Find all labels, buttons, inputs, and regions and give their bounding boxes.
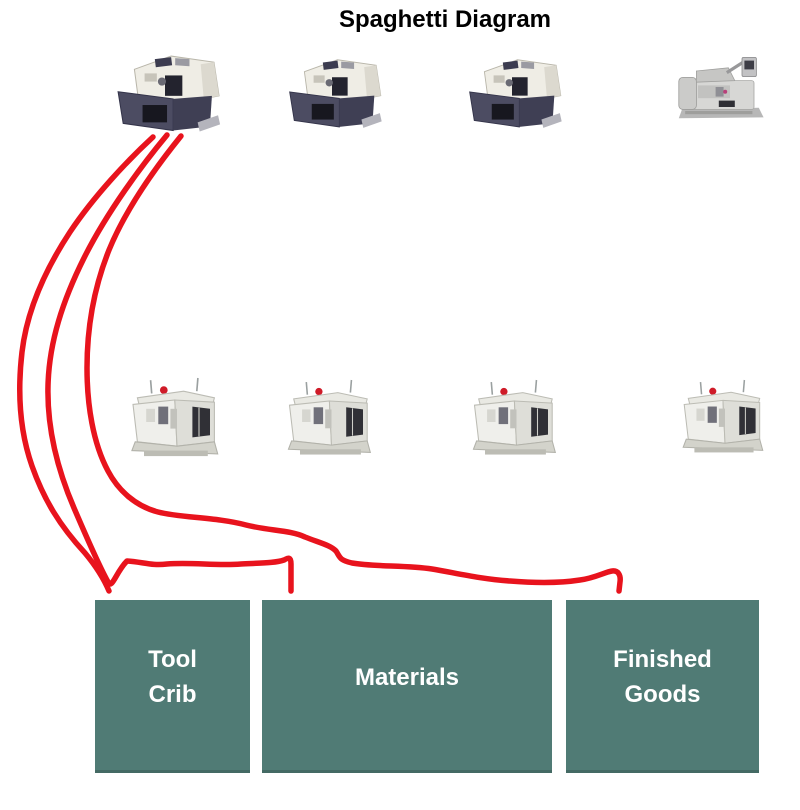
tool-crib-label-line1: Tool — [148, 646, 197, 674]
finished-goods-label-line2: Goods — [624, 681, 701, 708]
vmc-machine-icon — [131, 377, 219, 457]
cnc-lathe-icon — [469, 59, 563, 129]
cnc-lathe-icon — [289, 59, 383, 129]
vmc-machine-icon — [287, 379, 372, 456]
finished-goods-box: Finished Goods — [566, 600, 759, 773]
tool-crib-box: Tool Crib — [95, 600, 250, 773]
finished-goods-label-line1: Finished — [613, 646, 712, 674]
flow-line-to-tool-crib — [16, 134, 156, 594]
flow-line-to-finished-goods — [84, 133, 623, 594]
vmc-machine-icon — [682, 379, 764, 454]
cnc-lathe-icon — [117, 55, 221, 133]
toolroom-lathe-icon — [677, 55, 766, 120]
materials-box: Materials — [262, 600, 552, 773]
materials-label-line1: Materials — [354, 663, 460, 691]
page-title: Spaghetti Diagram — [338, 6, 552, 33]
vmc-machine-icon — [472, 379, 557, 456]
tool-crib-label-line2: Crib — [148, 681, 197, 708]
flow-line-to-materials — [45, 132, 294, 594]
